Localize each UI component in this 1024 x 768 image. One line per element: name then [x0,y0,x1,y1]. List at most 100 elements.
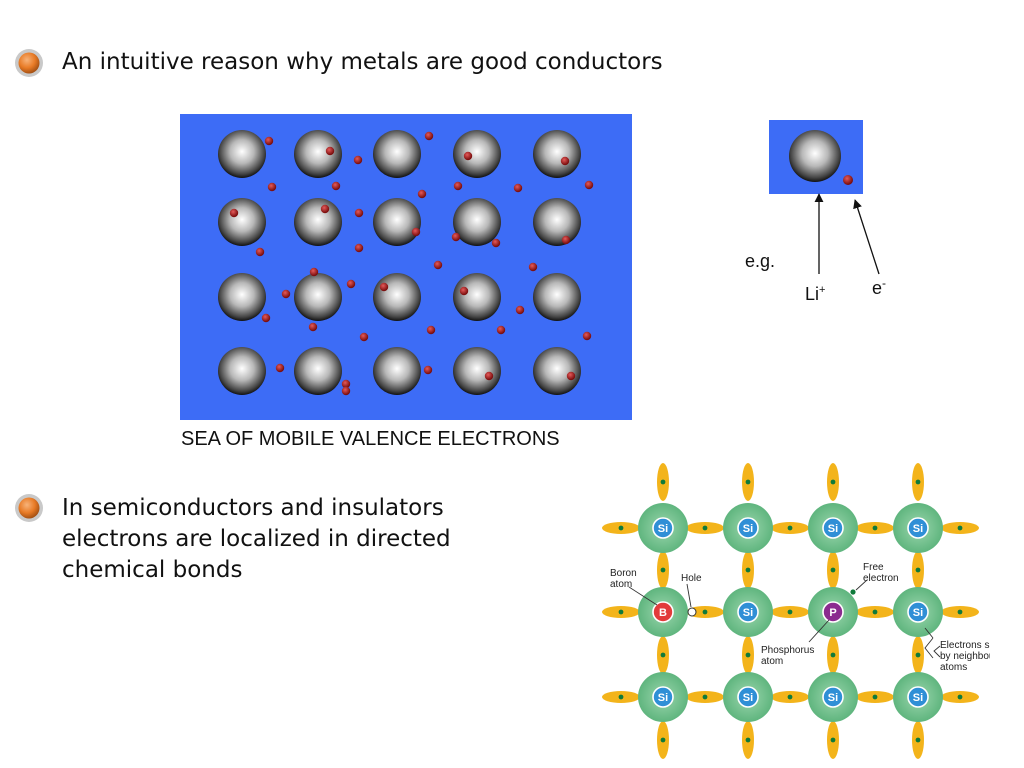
shared-electron [830,567,836,573]
shared-electron [745,479,751,485]
metal-ion [533,198,581,246]
metal-ion [373,273,421,321]
valence-electron [459,286,469,296]
lithium-ion [789,130,841,182]
valence-electron [309,267,319,277]
valence-electron [496,325,506,335]
free-electron [850,589,856,595]
metal-ion [453,347,501,395]
valence-electron [560,156,570,166]
silicon-atom-label: Si [658,692,668,704]
valence-electron [255,247,265,257]
metal-ion [533,347,581,395]
metal-ion [453,273,501,321]
valence-electron [426,325,436,335]
shared-label-1: Electrons shared [940,640,990,651]
silicon-atom [907,686,929,708]
valence-electron [423,365,433,375]
silicon-atom [737,601,759,623]
valence-electron [325,146,335,156]
shared-electron [872,694,878,700]
shared-electron [872,609,878,615]
valence-electron [453,181,463,191]
silicon-atom-label: Si [743,692,753,704]
shared-electron [957,525,963,531]
phosphorus-label-1: Phosphorus [761,645,814,656]
metal-ion [373,347,421,395]
shared-electron [787,609,793,615]
boron-label-2: atom [610,579,632,590]
boron-atom-label: B [659,607,667,619]
page-title: An intuitive reason why metals are good … [62,49,663,75]
valence-electron [346,279,356,289]
example-label: e.g. [745,251,776,271]
valence-electron [515,305,525,315]
metal-ion [218,198,266,246]
semiconductor-text: In semiconductors and insulators electro… [62,495,451,583]
silicon-atom-label: Si [828,692,838,704]
shared-electron [872,525,878,531]
valence-electron [264,136,274,146]
shared-electron [745,652,751,658]
valence-electron [261,313,271,323]
silicon-atom [652,517,674,539]
valence-electron [411,227,421,237]
shared-electron [660,479,666,485]
silicon-atom-label: Si [828,523,838,535]
valence-electron [417,189,427,199]
valence-electron [354,243,364,253]
valence-electron [528,262,538,272]
valence-electron [331,181,341,191]
valence-electron [267,182,277,192]
metal-ion [294,130,342,178]
silicon-atom-label: Si [743,607,753,619]
metal-ion [218,130,266,178]
metal-ion [373,130,421,178]
valence-electron [281,289,291,299]
lithium-label: Li+ [805,284,826,304]
valence-electron [451,232,461,242]
silicon-atom-label: Si [913,523,923,535]
hole-label: Hole [681,573,702,584]
shared-electron [957,694,963,700]
example-arrows [814,193,880,275]
valence-electron [484,371,494,381]
silicon-atom [737,686,759,708]
silicon-atom [652,686,674,708]
shared-electron [618,525,624,531]
shared-electron [915,737,921,743]
shared-electron [915,567,921,573]
electron-label: e- [872,276,887,298]
silicon-atom-label: Si [913,607,923,619]
valence-electron [320,204,330,214]
shared-electron [702,609,708,615]
shared-electron [618,694,624,700]
metal-lattice-image [180,114,632,420]
valence-electron [379,282,389,292]
shared-electron [702,525,708,531]
valence-electron [566,371,576,381]
shared-electron [787,525,793,531]
metal-ion [218,347,266,395]
metal-ion [218,273,266,321]
silicon-atom-label: Si [743,523,753,535]
valence-electron [584,180,594,190]
silicon-atom-label: Si [913,692,923,704]
valence-electron [491,238,501,248]
shared-electron [957,609,963,615]
metal-ion [453,130,501,178]
free-electron-label-2: electron [863,573,899,584]
electron [843,175,853,185]
hole-marker [687,607,697,617]
boron-label-1: Boron [610,568,637,579]
shared-electron [787,694,793,700]
shared-electron [745,737,751,743]
valence-electron [353,155,363,165]
boron-atom [652,601,674,623]
silicon-atom [907,601,929,623]
valence-electron [359,332,369,342]
phosphorus-label-2: atom [761,656,783,667]
metal-ion [294,273,342,321]
shared-label-2: by neighbouring [940,651,990,662]
